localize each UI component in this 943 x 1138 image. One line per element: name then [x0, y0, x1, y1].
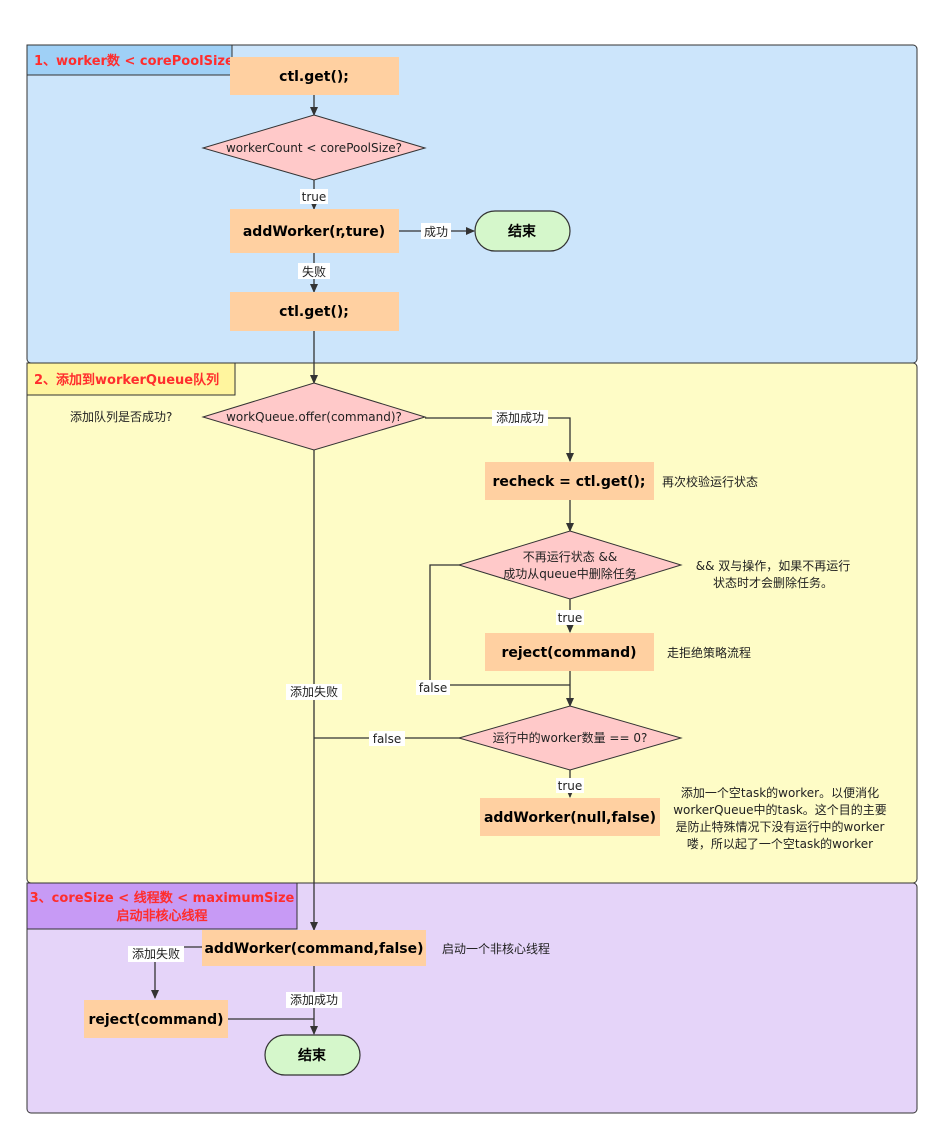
worker-zero-decision	[457, 705, 683, 771]
section-2-tag	[26, 362, 236, 396]
empty-task-note-line2: workerQueue中的task。这个目的主要	[673, 802, 887, 817]
edge-label-fail-1: 失败	[302, 264, 326, 279]
section-3-title-line2: 启动非核心线程	[116, 908, 207, 924]
worker-count-decision	[201, 114, 427, 181]
not-running-label-line1: 不再运行状态 &&	[523, 550, 618, 564]
queue-question-note: 添加队列是否成功?	[70, 409, 172, 424]
empty-task-note-line4: 喽，所以起了一个空task的worker	[687, 836, 873, 851]
edge-label-false-2: false	[373, 732, 402, 746]
edge-label-true-2: true	[558, 611, 583, 625]
and-note-line1: && 双与操作，如果不再运行	[696, 558, 851, 573]
section-3-tag	[26, 882, 298, 930]
empty-task-note-line1: 添加一个空task的worker。以便消化	[681, 785, 879, 800]
edge-label-success-1: 成功	[424, 225, 448, 239]
edge-label-bg-addsuccess	[492, 410, 548, 426]
reject-label-2: reject(command)	[88, 1012, 223, 1028]
ctl-get-label-2: ctl.get();	[279, 304, 349, 320]
edge-label-bg-true2	[556, 610, 584, 625]
edge-label-bg-true1	[300, 189, 328, 204]
noncore-note: 启动一个非核心线程	[442, 941, 550, 956]
queue-offer-decision	[201, 382, 427, 451]
edge-label-bg-false2	[369, 731, 405, 746]
recheck-note: 再次校验运行状态	[662, 474, 758, 489]
edge-label-add-success: 添加成功	[496, 411, 544, 425]
edge-label-false-1: false	[419, 681, 448, 695]
edge-label-bg-false1	[416, 680, 450, 695]
edge-offer-to-recheck	[425, 417, 574, 462]
reject-label-1: reject(command)	[501, 645, 636, 661]
reject-box-1	[485, 633, 654, 671]
edge-label-bg-addsuccess2	[286, 992, 342, 1008]
add-worker-noncore-box	[202, 930, 426, 966]
worker-count-label: workerCount < corePoolSize?	[226, 141, 402, 155]
section-1-panel	[26, 44, 918, 364]
recheck-box	[485, 462, 654, 500]
not-running-decision	[457, 530, 683, 600]
worker-zero-label: 运行中的worker数量 == 0?	[493, 730, 648, 745]
empty-task-note-line3: 是防止特殊情况下没有运行中的worker	[676, 819, 885, 834]
edge-label-add-fail: 添加失败	[290, 684, 338, 699]
edge-label-bg-true3	[556, 778, 584, 793]
end-label-2: 结束	[298, 1047, 327, 1064]
end-terminal-1	[474, 210, 571, 252]
edge-label-bg-addfail2	[128, 946, 184, 962]
not-running-label-line2: 成功从queue中删除任务	[503, 566, 637, 581]
recheck-label: recheck = ctl.get();	[493, 474, 646, 490]
add-worker-core-label: addWorker(r,ture)	[243, 224, 385, 240]
edge-label-bg-fail1	[298, 263, 330, 279]
section-2-title: 2、添加到workerQueue队列	[34, 372, 219, 388]
queue-offer-label: workQueue.offer(command)?	[226, 410, 402, 424]
ctl-get-box-1	[230, 57, 399, 95]
reject-box-2	[84, 1000, 228, 1038]
add-worker-null-box	[480, 798, 660, 836]
edge-label-add-success-2: 添加成功	[290, 993, 338, 1007]
edge-label-true-3: true	[558, 779, 583, 793]
section-3-title-line1: 3、coreSize < 线程数 < maximumSize	[30, 890, 295, 906]
ctl-get-label-1: ctl.get();	[279, 69, 349, 85]
section-1-tag	[26, 44, 233, 76]
and-note-line2: 状态时才会删除任务。	[713, 575, 833, 590]
add-worker-noncore-label: addWorker(command,false)	[204, 941, 423, 957]
edge-label-bg-success1	[421, 223, 451, 239]
add-worker-core-box	[230, 209, 399, 253]
end-terminal-2	[264, 1034, 361, 1076]
edge-label-true-1: true	[302, 190, 327, 204]
section-1-title: 1、worker数 < corePoolSize	[34, 53, 234, 69]
edge-label-bg-addfail	[286, 684, 342, 700]
end-label-1: 结束	[508, 223, 537, 240]
add-worker-null-label: addWorker(null,false)	[484, 810, 656, 826]
ctl-get-box-2	[230, 292, 399, 331]
reject-note: 走拒绝策略流程	[667, 645, 751, 660]
edge-label-add-fail-2: 添加失败	[132, 946, 180, 961]
edge-notrunning-false	[429, 564, 570, 686]
